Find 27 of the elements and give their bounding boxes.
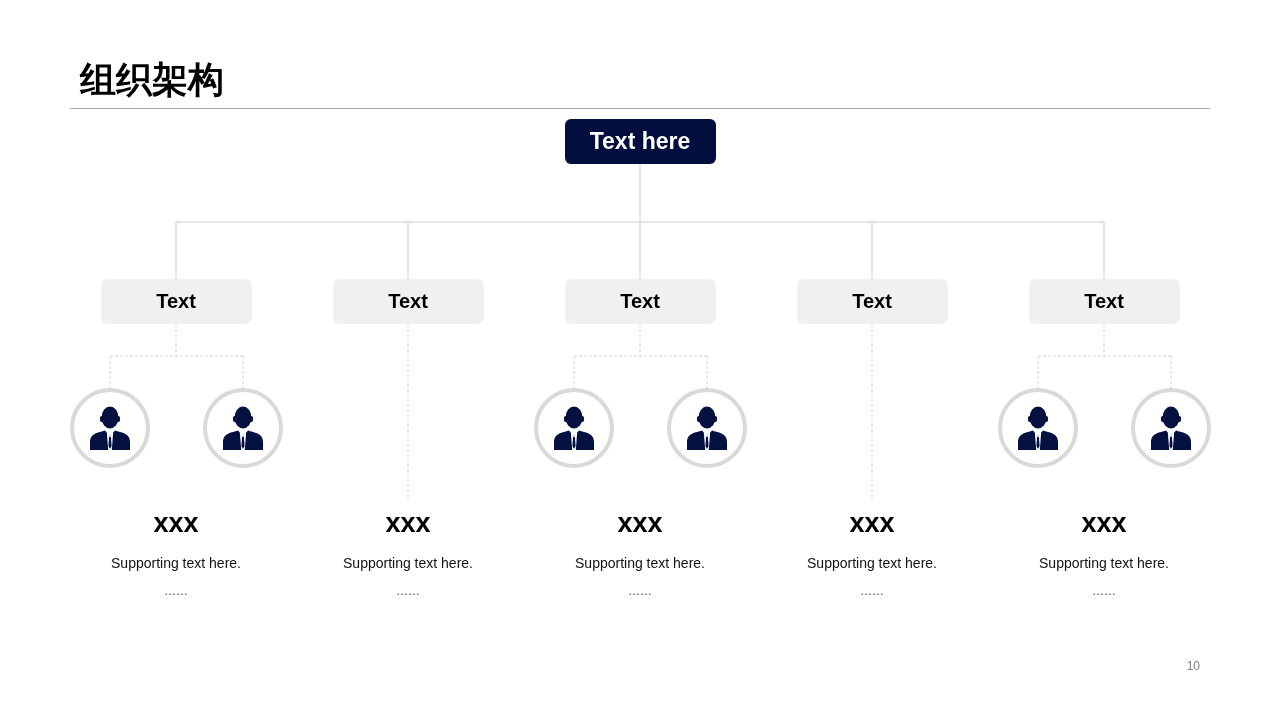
ellipsis-text: …… [164,583,188,600]
page-number: 10 [1186,658,1200,674]
connector-line [109,323,244,357]
ellipsis-text: …… [628,583,652,600]
member-name: xxx [385,507,431,540]
department-box: Text [332,279,484,324]
member-name: xxx [1081,507,1127,540]
page-title: 组织架构 [80,58,224,102]
ellipsis-text: …… [1092,583,1116,600]
connector-line [573,323,708,357]
description-text: Supporting text here. [1039,554,1169,572]
member-name: xxx [153,507,199,540]
member-name: xxx [849,507,895,540]
department-box: Text [1028,279,1180,324]
member-name: xxx [617,507,663,540]
department-box: Text [796,279,948,324]
ellipsis-text: …… [396,583,420,600]
ellipsis-text: …… [860,583,884,600]
connector-line [1037,323,1172,357]
department-box: Text [564,279,716,324]
department-box: Text [100,279,252,324]
description-text: Supporting text here. [111,554,241,572]
connector-line [175,163,1105,223]
description-text: Supporting text here. [807,554,937,572]
description-text: Supporting text here. [343,554,473,572]
description-text: Supporting text here. [575,554,705,572]
root-box: Text here [564,119,716,164]
